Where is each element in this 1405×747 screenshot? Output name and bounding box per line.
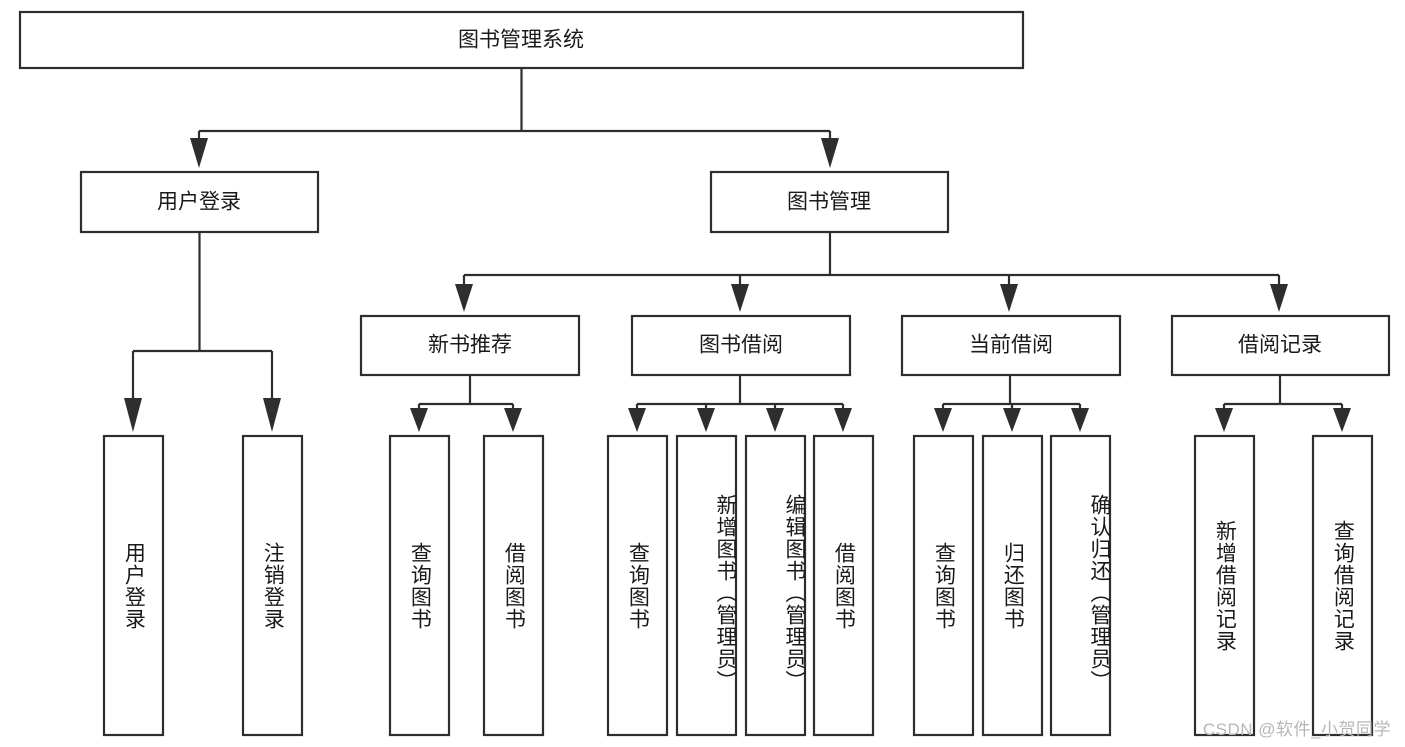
arrow-head-leaf-confirm-return xyxy=(1071,408,1089,432)
leaf-add-book-box[interactable] xyxy=(675,434,738,737)
arrow-head-book-management xyxy=(821,138,839,168)
leaf-user-logout-box[interactable] xyxy=(241,434,304,737)
node-borrow-record-box[interactable] xyxy=(1170,314,1391,377)
leaf-borrow-book-2-box[interactable] xyxy=(812,434,875,737)
arrow-head-leaf-return-book xyxy=(1003,408,1021,432)
node-root-label: 图书管理系统 xyxy=(458,29,584,52)
arrow-head-borrow-record xyxy=(1270,284,1288,312)
arrow-head-leaf-query-book-1 xyxy=(410,408,428,432)
leaf-box-group xyxy=(102,434,1374,737)
leaf-return-book-box[interactable] xyxy=(981,434,1044,737)
leaf-borrow-book-1-box[interactable] xyxy=(482,434,545,737)
node-user-login-label: 用户登录 xyxy=(157,191,241,214)
arrow-head-leaf-add-record xyxy=(1215,408,1233,432)
leaf-add-record-box[interactable] xyxy=(1193,434,1256,737)
arrow-head-leaf-query-book-2 xyxy=(628,408,646,432)
node-book-borrow-box[interactable] xyxy=(630,314,852,377)
arrow-head-leaf-edit-book xyxy=(766,408,784,432)
leaf-confirm-return-box[interactable] xyxy=(1049,434,1112,737)
leaf-query-book-2-box[interactable] xyxy=(606,434,669,737)
arrow-head-book-borrow xyxy=(731,284,749,312)
arrow-head-leaf-add-book xyxy=(697,408,715,432)
arrow-head-leaf-borrow-book-1 xyxy=(504,408,522,432)
arrow-head-leaf-user-logout xyxy=(263,398,281,432)
edge-group xyxy=(124,68,1351,432)
node-book-borrow[interactable]: 图书借阅 xyxy=(630,314,852,377)
arrow-head-current-borrow xyxy=(1000,284,1018,312)
arrow-head-leaf-query-book-3 xyxy=(934,408,952,432)
node-book-management-label: 图书管理 xyxy=(787,191,871,214)
leaf-query-record-box[interactable] xyxy=(1311,434,1374,737)
node-root-box[interactable] xyxy=(18,10,1025,70)
leaf-user-login-box[interactable] xyxy=(102,434,165,737)
leaf-query-book-1-box[interactable] xyxy=(388,434,451,737)
node-book-borrow-label: 图书借阅 xyxy=(699,334,783,357)
node-new-book-recommend-box[interactable] xyxy=(359,314,581,377)
node-user-login[interactable]: 用户登录 xyxy=(79,170,320,234)
leaf-query-book-3-box[interactable] xyxy=(912,434,975,737)
node-user-login-box[interactable] xyxy=(79,170,320,234)
arrow-head-user-login xyxy=(190,138,208,168)
watermark-text: CSDN @软件_小贺同学 xyxy=(1202,720,1391,739)
node-borrow-record-label: 借阅记录 xyxy=(1238,334,1322,357)
node-book-management-box[interactable] xyxy=(709,170,950,234)
arrow-head-leaf-user-login xyxy=(124,398,142,432)
arrow-head-new-book-recommend xyxy=(455,284,473,312)
node-borrow-record[interactable]: 借阅记录 xyxy=(1170,314,1391,377)
arrow-head-leaf-borrow-book-2 xyxy=(834,408,852,432)
node-new-book-recommend-label: 新书推荐 xyxy=(428,334,512,357)
arrow-head-leaf-query-record xyxy=(1333,408,1351,432)
leaf-edit-book-box[interactable] xyxy=(744,434,807,737)
node-new-book-recommend[interactable]: 新书推荐 xyxy=(359,314,581,377)
node-current-borrow-label: 当前借阅 xyxy=(969,334,1053,357)
node-current-borrow[interactable]: 当前借阅 xyxy=(900,314,1122,377)
node-root[interactable]: 图书管理系统 xyxy=(18,10,1025,70)
node-current-borrow-box[interactable] xyxy=(900,314,1122,377)
node-book-management[interactable]: 图书管理 xyxy=(709,170,950,234)
